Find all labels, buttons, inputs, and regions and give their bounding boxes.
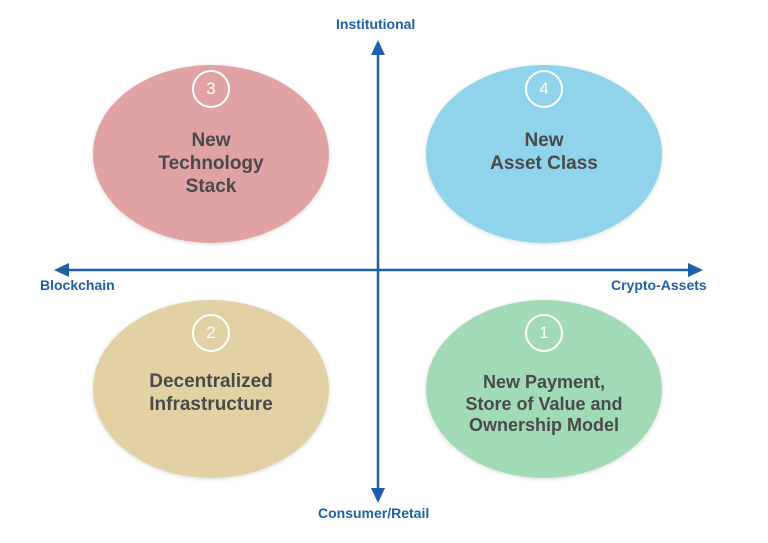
axis-label-top: Institutional bbox=[336, 16, 416, 32]
axis-label-bottom: Consumer/Retail bbox=[318, 505, 430, 521]
horizontal-axis-right-arrow bbox=[688, 263, 703, 277]
vertical-axis-top-arrow bbox=[371, 40, 385, 55]
axis-label-right: Crypto-Assets bbox=[611, 277, 707, 293]
quadrant-1-number-badge: 1 bbox=[525, 314, 563, 352]
quadrant-1-ellipse bbox=[426, 300, 662, 478]
quadrant-3-title: New Technology Stack bbox=[158, 130, 264, 197]
axis-label-left: Blockchain bbox=[40, 277, 115, 293]
quadrant-2-ellipse bbox=[93, 300, 329, 478]
quadrant-4-title: New Asset Class bbox=[490, 130, 598, 174]
quadrant-2-number-badge: 2 bbox=[192, 314, 230, 352]
quadrant-3-ellipse bbox=[93, 65, 329, 243]
vertical-axis-bottom-arrow bbox=[371, 488, 385, 503]
quadrant-4-ellipse bbox=[426, 65, 662, 243]
quadrant-1-title: New Payment, Store of Value and Ownershi… bbox=[465, 372, 623, 436]
horizontal-axis-left-arrow bbox=[54, 263, 69, 277]
quadrant-4-number-badge: 4 bbox=[525, 70, 563, 108]
quadrant-2-title: Decentralized Infrastructure bbox=[149, 371, 273, 415]
quadrant-3-number-badge: 3 bbox=[192, 70, 230, 108]
